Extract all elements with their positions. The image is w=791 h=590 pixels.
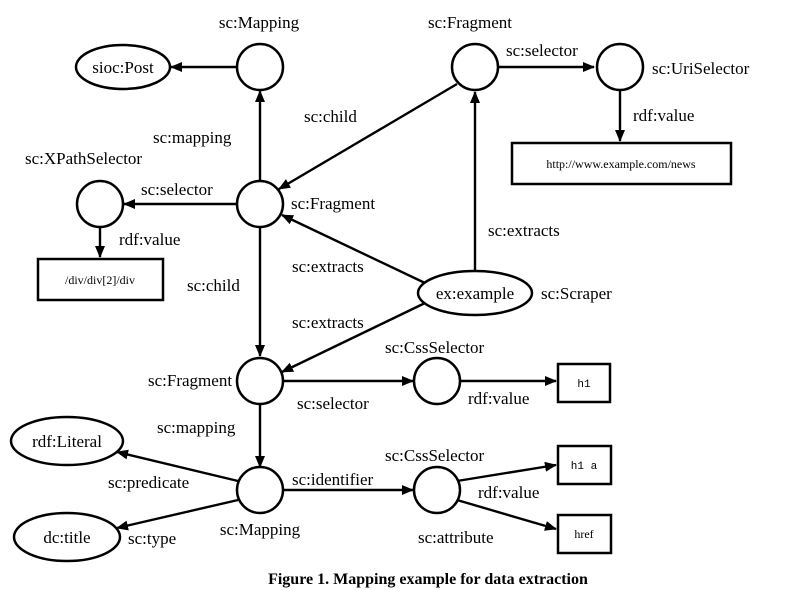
edge-mapping-to-rdf-literal	[116, 449, 239, 483]
nodes: sioc:Post rdf:Literal dc:title ex:exampl…	[9, 42, 733, 563]
node-fragment-low	[235, 356, 285, 406]
edge-example-extracts-low	[281, 301, 426, 374]
literal-xpath-text: /div/div[2]/div	[65, 273, 135, 287]
node-rdf-literal	[9, 415, 125, 467]
node-dc-title	[12, 511, 122, 563]
literal-uri-box	[510, 141, 733, 186]
type-css-selector-2: sc:CssSelector	[385, 446, 484, 465]
node-mapping-bottom	[235, 465, 285, 515]
type-mapping-top: sc:Mapping	[219, 13, 300, 32]
node-sioc-post	[74, 43, 172, 91]
edge-label-rdf-value-xpath: rdf:value	[119, 230, 180, 249]
figure-caption: Figure 1. Mapping example for data extra…	[268, 571, 588, 588]
node-css-selector-2	[412, 465, 462, 515]
type-scraper: sc:Scraper	[541, 284, 612, 303]
edge-mapping-to-dc-title	[116, 498, 239, 531]
edge-label-selector-css: sc:selector	[297, 394, 369, 413]
edge-label-mapping-top: sc:mapping	[153, 128, 232, 147]
edge-label-child-top: sc:child	[304, 107, 357, 126]
edge-label-identifier: sc:identifier	[292, 470, 374, 489]
edge-label-mapping-low: sc:mapping	[157, 418, 236, 437]
node-ex-example	[416, 269, 534, 317]
edge-label-extracts-mid: sc:extracts	[292, 257, 364, 276]
literal-h1-box	[556, 362, 612, 404]
node-rdf-literal-label: rdf:Literal	[32, 432, 102, 451]
type-fragment-top: sc:Fragment	[428, 13, 512, 32]
edge-label-attribute: sc:attribute	[418, 528, 494, 547]
type-xpath-selector: sc:XPathSelector	[25, 149, 142, 168]
node-fragment-mid	[235, 179, 285, 229]
node-fragment-top	[450, 42, 500, 92]
edge-label-selector-xpath: sc:selector	[141, 180, 213, 199]
literal-href-text: href	[574, 527, 593, 541]
edge-fragment-top-child	[278, 82, 458, 191]
edge-label-predicate: sc:predicate	[108, 473, 189, 492]
node-ex-example-label: ex:example	[436, 284, 514, 303]
node-uri-selector	[595, 42, 645, 92]
literal-href-box	[556, 513, 613, 555]
node-sioc-post-label: sioc:Post	[92, 58, 154, 77]
literal-h1a-box	[556, 444, 613, 486]
node-dc-title-label: dc:title	[43, 528, 90, 547]
literal-xpath-box	[36, 257, 165, 302]
type-uri-selector: sc:UriSelector	[652, 59, 750, 78]
literal-h1-text: h1	[577, 379, 591, 391]
edge-label-selector-top: sc:selector	[506, 41, 578, 60]
edge-css-selector-to-h1a	[456, 461, 557, 483]
type-mapping-bottom: sc:Mapping	[220, 520, 301, 539]
edge-label-rdf-value-h1: rdf:value	[468, 389, 529, 408]
literal-uri-text: http://www.example.com/news	[546, 157, 696, 171]
edge-label-rdf-value-h1a: rdf:value	[478, 483, 539, 502]
node-mapping-top	[235, 42, 285, 92]
edge-css-selector-to-href	[456, 498, 557, 531]
literal-h1a-text: h1 a	[571, 461, 598, 473]
node-xpath-selector	[75, 179, 125, 229]
type-css-selector-1: sc:CssSelector	[385, 338, 484, 357]
edge-label-type: sc:type	[128, 529, 176, 548]
edge-label-child-mid: sc:child	[187, 276, 240, 295]
edge-label-rdf-value-uri: rdf:value	[633, 106, 694, 125]
edges	[95, 62, 625, 531]
edge-example-extracts-mid	[281, 213, 426, 285]
edge-label-extracts-low: sc:extracts	[292, 313, 364, 332]
edge-label-extracts-top: sc:extracts	[488, 221, 560, 240]
node-css-selector-1	[412, 356, 462, 406]
type-fragment-low: sc:Fragment	[148, 371, 232, 390]
type-fragment-mid: sc:Fragment	[291, 194, 375, 213]
edge-labels: sc:mapping sc:child sc:selector rdf:valu…	[108, 41, 694, 548]
type-labels: sc:Mapping sc:Fragment sc:UriSelector sc…	[25, 13, 750, 539]
